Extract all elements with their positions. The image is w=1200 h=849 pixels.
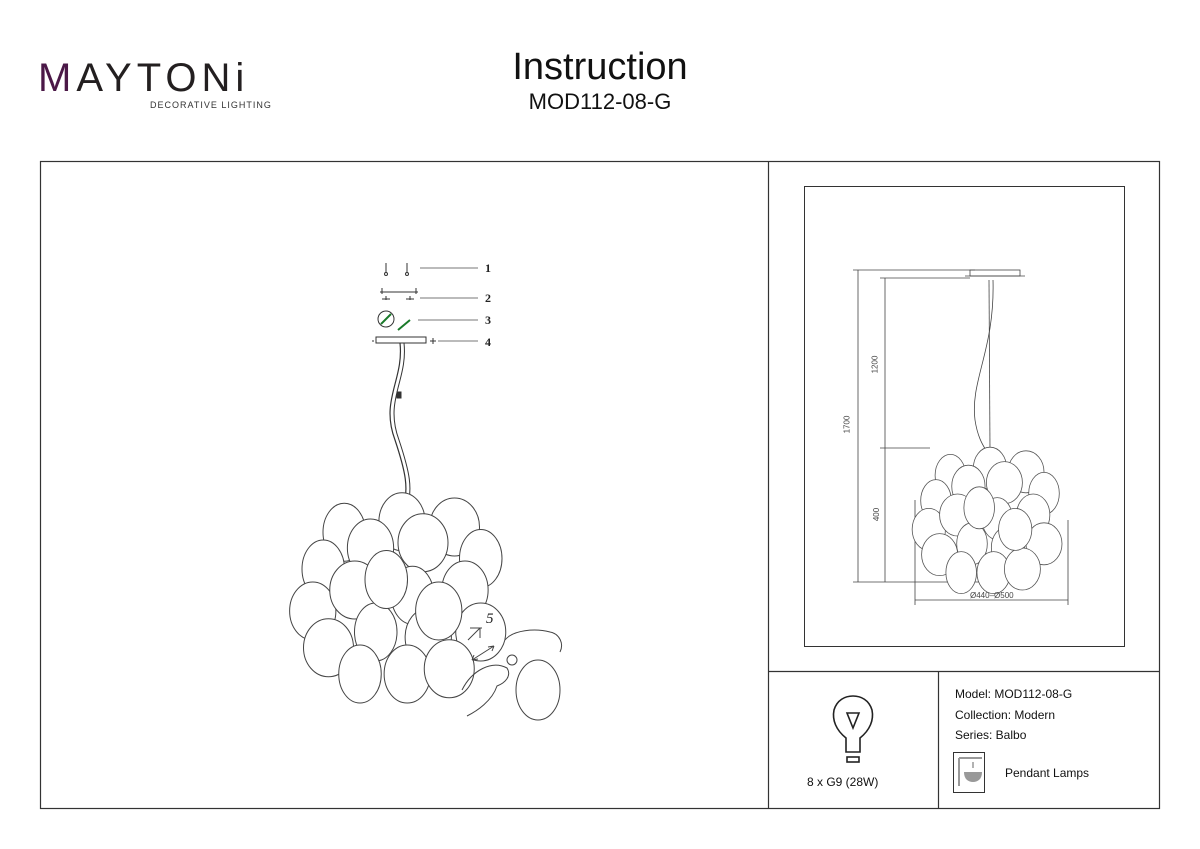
model-number: MOD112-08-G [528,89,672,114]
glass-sphere [383,644,431,704]
glass-sphere [423,639,475,699]
bulb-replacement-illustration [461,627,563,721]
bulb-spec: 8 x G9 (28W) [807,775,879,789]
glass-sphere [397,513,449,573]
collection-spec: Collection: Modern [955,708,1056,722]
pendant-lamp-icon [953,752,985,793]
glass-sphere [998,508,1033,551]
lamp-cluster-right [911,446,1063,594]
dim-total-height: 1700 [842,415,852,434]
glass-sphere [945,551,977,594]
outer-frame [39,160,1161,810]
part-label-1: 1 [485,261,491,275]
glass-sphere [963,486,995,530]
glass-sphere [1004,547,1041,591]
glass-sphere [415,581,463,641]
dim-body-height: 400 [872,507,882,522]
dim-cable-length: 1200 [870,355,880,374]
model-spec: Model: MOD112-08-G [955,687,1073,701]
part-label-4: 4 [485,335,491,349]
brand-tagline: DECORATIVE LIGHTING [150,100,272,110]
glass-sphere [338,644,382,704]
lamp-cluster-left [289,492,507,704]
lamp-type: Pendant Lamps [1005,766,1090,780]
glass-sphere [364,550,408,609]
step-label-5: 5 [486,611,494,627]
page-title: Instruction [512,46,688,88]
part-label-3: 3 [485,313,491,327]
part-label-2: 2 [485,291,491,305]
assembly-parts [372,263,478,511]
dim-diameter: Ø440–Ø500 [970,591,1014,600]
series-spec: Series: Balbo [955,728,1027,742]
bulb-icon [832,695,874,763]
brand-logo: MAYTONi [38,56,250,100]
